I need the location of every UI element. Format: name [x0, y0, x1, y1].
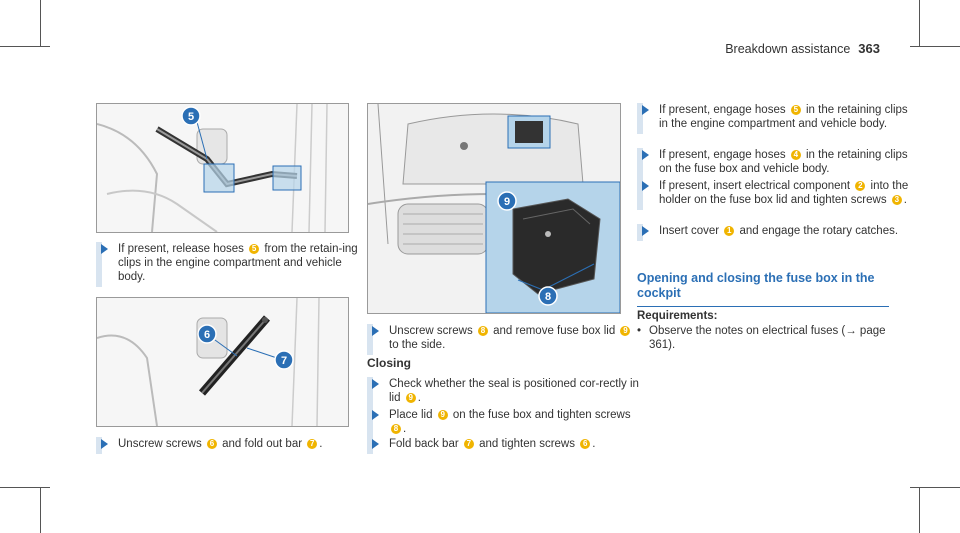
- step-text: If present, release hoses: [118, 243, 244, 255]
- callout-badge: 1: [724, 225, 735, 236]
- section-name: Breakdown assistance: [725, 42, 851, 56]
- arrow-icon: [642, 105, 649, 115]
- arrow-icon: [372, 326, 379, 336]
- step-insert-cover: Insert cover 1 and engage the rotary cat…: [637, 224, 911, 241]
- callout-badge: 5: [790, 104, 801, 115]
- crop-mark: [919, 0, 920, 47]
- callout-badge: 2: [855, 180, 866, 191]
- figure-bar-screws: 6 7: [96, 297, 349, 427]
- crop-mark: [910, 46, 960, 47]
- callout-badge: 7: [307, 438, 318, 449]
- callout-badge: 8: [391, 423, 401, 434]
- step-insert-component: If present, insert electrical component …: [637, 179, 911, 210]
- callout-badge: 6: [580, 438, 591, 449]
- section-title: Opening and closing the fuse box in the …: [637, 271, 889, 307]
- callout-badge: 3: [891, 194, 902, 205]
- crop-mark: [0, 46, 50, 47]
- page-header: Breakdown assistance 363: [725, 41, 880, 56]
- arrow-icon: [101, 244, 108, 254]
- callout-6: 6: [204, 329, 210, 341]
- arrow-icon: [642, 181, 649, 191]
- arrow-icon: [101, 439, 108, 449]
- crop-mark: [919, 487, 920, 533]
- step-engage-hoses-5: If present, engage hoses 5 in the retain…: [637, 103, 911, 134]
- callout-badge: 9: [620, 325, 631, 336]
- arrow-icon: [372, 439, 379, 449]
- step-engage-hoses-4: If present, engage hoses 4 in the retain…: [637, 148, 911, 179]
- callout-5: 5: [188, 111, 194, 123]
- arrow-icon: [372, 379, 379, 389]
- requirement-item: • Observe the notes on electrical fuses …: [637, 324, 889, 352]
- step-check-seal: Check whether the seal is positioned cor…: [367, 377, 641, 408]
- figure-fuse-box: 9 8: [367, 103, 621, 314]
- crop-mark: [40, 487, 41, 533]
- requirements-title: Requirements:: [637, 310, 718, 322]
- bullet-icon: •: [637, 325, 642, 337]
- callout-badge: 5: [249, 243, 260, 254]
- step-place-lid: Place lid 9 on the fuse box and tighten …: [367, 408, 641, 439]
- step-release-hoses: If present, release hoses 5 from the ret…: [96, 242, 368, 287]
- callout-badge: 9: [437, 409, 448, 420]
- callout-badge: 4: [790, 149, 801, 160]
- step-unscrew-lid: Unscrew screws 8 and remove fuse box lid…: [367, 324, 641, 355]
- callout-9: 9: [504, 196, 510, 208]
- requirement-text[interactable]: Observe the notes on electrical fuses (→…: [649, 325, 886, 351]
- crop-mark: [40, 0, 41, 47]
- step-text: Unscrew screws: [118, 438, 202, 450]
- arrow-icon: [372, 410, 379, 420]
- callout-badge: 8: [477, 325, 488, 336]
- step-unscrew-fold: Unscrew screws 6 and fold out bar 7.: [96, 437, 368, 454]
- callout-8: 8: [545, 291, 551, 303]
- step-text: and fold out bar: [222, 438, 303, 450]
- callout-badge: 7: [463, 438, 474, 449]
- arrow-icon: [642, 150, 649, 160]
- arrow-icon: [642, 226, 649, 236]
- callout-7: 7: [281, 355, 287, 367]
- crop-mark: [910, 487, 960, 488]
- closing-heading: Closing: [367, 356, 411, 370]
- page-number: 363: [858, 41, 880, 56]
- callout-badge: 6: [206, 438, 217, 449]
- figure-hoses: 5: [96, 103, 349, 233]
- crop-mark: [0, 487, 50, 488]
- step-text: from the retain‑ing clips in the engine …: [118, 243, 358, 283]
- step-fold-back: Fold back bar 7 and tighten screws 6.: [367, 437, 641, 454]
- callout-badge: 9: [405, 392, 416, 403]
